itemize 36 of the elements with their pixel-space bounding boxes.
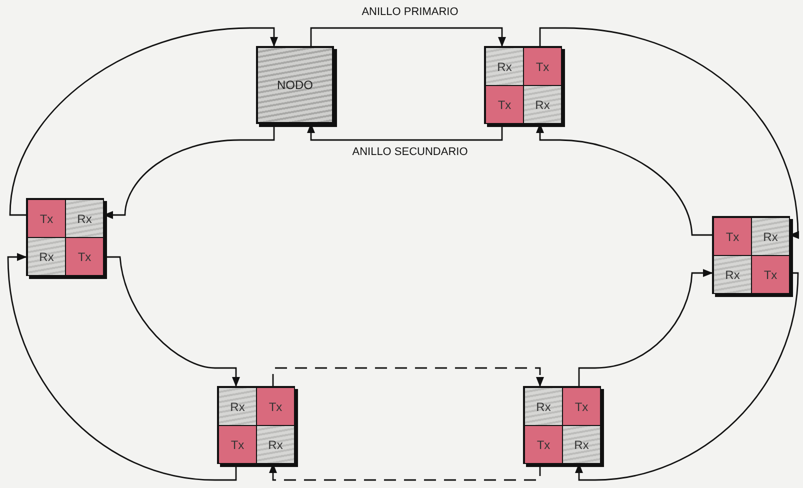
station-box (484, 46, 562, 124)
transceiver-cell: Rx (524, 86, 561, 123)
ring-connector (539, 27, 799, 239)
transceiver-cell: Rx (563, 426, 600, 463)
node-box: NODO (256, 46, 334, 124)
station-box (712, 216, 790, 294)
transceiver-cell: Tx (219, 426, 256, 463)
transceiver-cell: Tx (486, 86, 523, 123)
transceiver-cell: Rx (28, 238, 65, 275)
transceiver-cell: Tx (563, 388, 600, 425)
ring-connector (7, 253, 237, 481)
station-box (26, 198, 104, 276)
transceiver-cell: Rx (486, 48, 523, 85)
transceiver-cell: Tx (28, 200, 65, 237)
transceiver-cell: Tx (257, 388, 294, 425)
edge-label: ANILLO PRIMARIO (360, 6, 460, 18)
transceiver-cell: Rx (219, 388, 256, 425)
transceiver-cell: Tx (714, 218, 751, 255)
transceiver-cell: Tx (524, 48, 561, 85)
ring-connector (310, 27, 506, 47)
transceiver-cell: Rx (714, 256, 751, 293)
ring-connector (272, 367, 544, 387)
ring-connector (575, 272, 799, 481)
edge-label: ANILLO SECUNDARIO (350, 146, 470, 158)
transceiver-cell: Rx (257, 426, 294, 463)
transceiver-cell: Tx (525, 426, 562, 463)
transceiver-cell: Tx (752, 256, 789, 293)
station-box (523, 386, 601, 464)
transceiver-cell: Tx (66, 238, 103, 275)
transceiver-cell: Rx (525, 388, 562, 425)
ring-connector (9, 27, 278, 216)
transceiver-cell: Rx (752, 218, 789, 255)
ring-connector (578, 269, 713, 386)
transceiver-cell: Rx (66, 200, 103, 237)
ring-connector (104, 256, 240, 387)
station-box (217, 386, 295, 464)
